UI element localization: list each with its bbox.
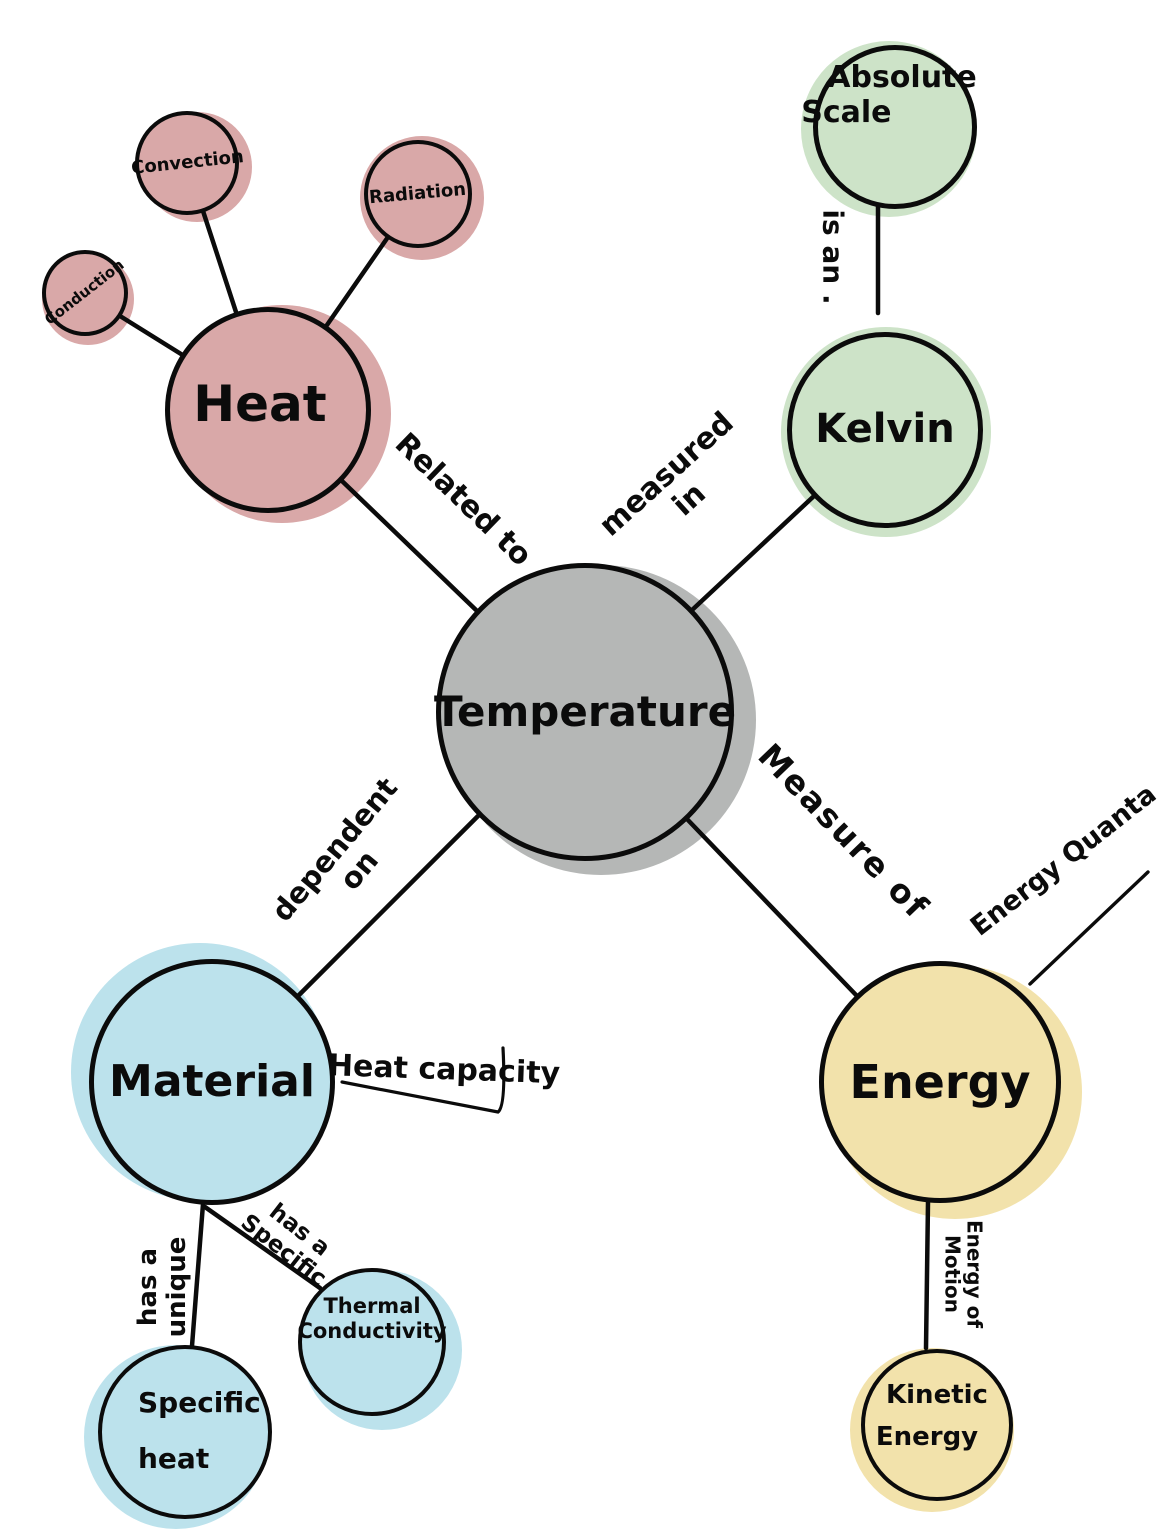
node-absolute-scale-label: Absolute Scale bbox=[801, 60, 977, 131]
edge-convection-heat bbox=[200, 208, 239, 315]
node-kinetic-energy[interactable]: Kinetic Energy bbox=[861, 1349, 1013, 1501]
node-convection-label: Convection bbox=[129, 146, 245, 180]
edge-material-specific-heat bbox=[189, 1201, 206, 1349]
node-thermal-conductivity[interactable]: Thermal Conductivity bbox=[297, 1268, 447, 1416]
node-convection[interactable]: Convection bbox=[130, 111, 244, 215]
node-kelvin[interactable]: Kelvin bbox=[787, 332, 983, 528]
edge-energy-kinetic-energy bbox=[923, 1199, 931, 1351]
edge-label-has-a-unique: has a unique bbox=[132, 1236, 192, 1338]
node-material-label: Material bbox=[109, 1056, 315, 1108]
node-conduction-label: Conduction bbox=[41, 255, 128, 329]
node-heat[interactable]: Heat bbox=[165, 307, 371, 513]
edge-heat-temperature bbox=[339, 478, 479, 613]
edge-label-energy-of-motion: Energy of Motion bbox=[940, 1219, 987, 1329]
node-specific-heat-label: Specific heat bbox=[138, 1386, 261, 1475]
node-absolute-scale[interactable]: Absolute Scale bbox=[801, 45, 977, 209]
node-energy[interactable]: Energy bbox=[819, 961, 1061, 1203]
node-specific-heat[interactable]: Specific heat bbox=[98, 1345, 272, 1519]
node-material[interactable]: Material bbox=[89, 959, 335, 1205]
edge-temperature-material bbox=[295, 813, 481, 999]
node-energy-label: Energy bbox=[849, 1054, 1031, 1109]
edge-conduction-heat bbox=[117, 313, 184, 357]
node-kelvin-label: Kelvin bbox=[815, 406, 955, 453]
leader-heat-capacity bbox=[340, 1046, 506, 1114]
node-heat-label: Heat bbox=[193, 374, 327, 433]
node-kinetic-energy-label: Kinetic Energy bbox=[875, 1380, 988, 1452]
node-radiation-label: Radiation bbox=[368, 179, 468, 209]
node-temperature-label: Temperature bbox=[433, 687, 737, 737]
node-radiation[interactable]: Radiation bbox=[364, 140, 472, 248]
edge-material-thermal-conductivity bbox=[202, 1204, 323, 1291]
edge-radiation-heat bbox=[324, 234, 391, 328]
node-conduction[interactable]: Conduction bbox=[41, 250, 128, 336]
edge-temperature-kelvin bbox=[688, 493, 817, 614]
node-temperature[interactable]: Temperature bbox=[433, 563, 737, 861]
edge-temperature-energy bbox=[683, 815, 860, 999]
edge-label-is-an: is an . bbox=[816, 209, 850, 305]
leader-energy-quanta bbox=[1028, 870, 1150, 986]
node-thermal-conductivity-label: Thermal Conductivity bbox=[297, 1294, 447, 1343]
